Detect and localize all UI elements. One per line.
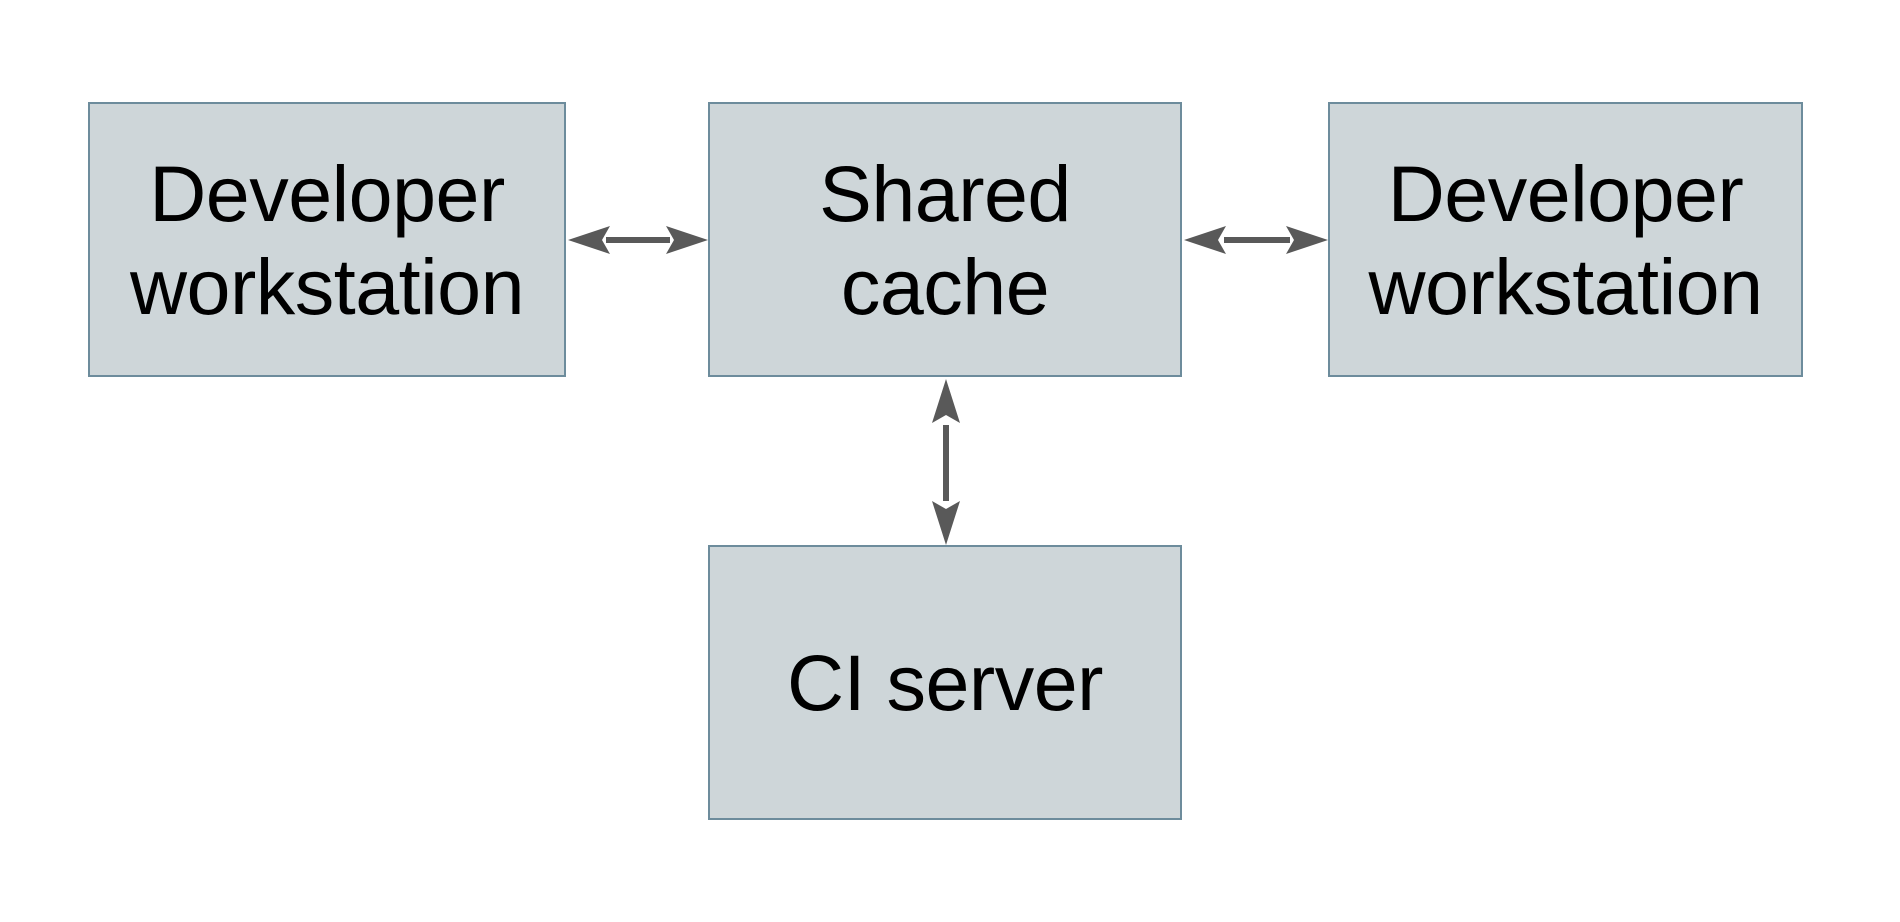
node-label: CI server [787,638,1103,727]
double-arrow-icon [568,226,708,254]
edge-shared-cache-to-developer-workstation-right[interactable] [1182,214,1330,266]
node-label: Developer workstation [1368,148,1763,331]
node-developer-workstation-right[interactable]: Developer workstation [1328,102,1803,377]
node-shared-cache[interactable]: Shared cache [708,102,1182,377]
node-developer-workstation-left[interactable]: Developer workstation [88,102,566,377]
edge-shared-cache-to-ci-server[interactable] [920,377,972,547]
node-label: Developer workstation [129,148,525,331]
double-arrow-icon [932,379,960,545]
double-arrow-icon [1184,226,1328,254]
node-ci-server[interactable]: CI server [708,545,1182,820]
edge-developer-workstation-left-to-shared-cache[interactable] [566,214,710,266]
node-label: Shared cache [819,148,1071,331]
